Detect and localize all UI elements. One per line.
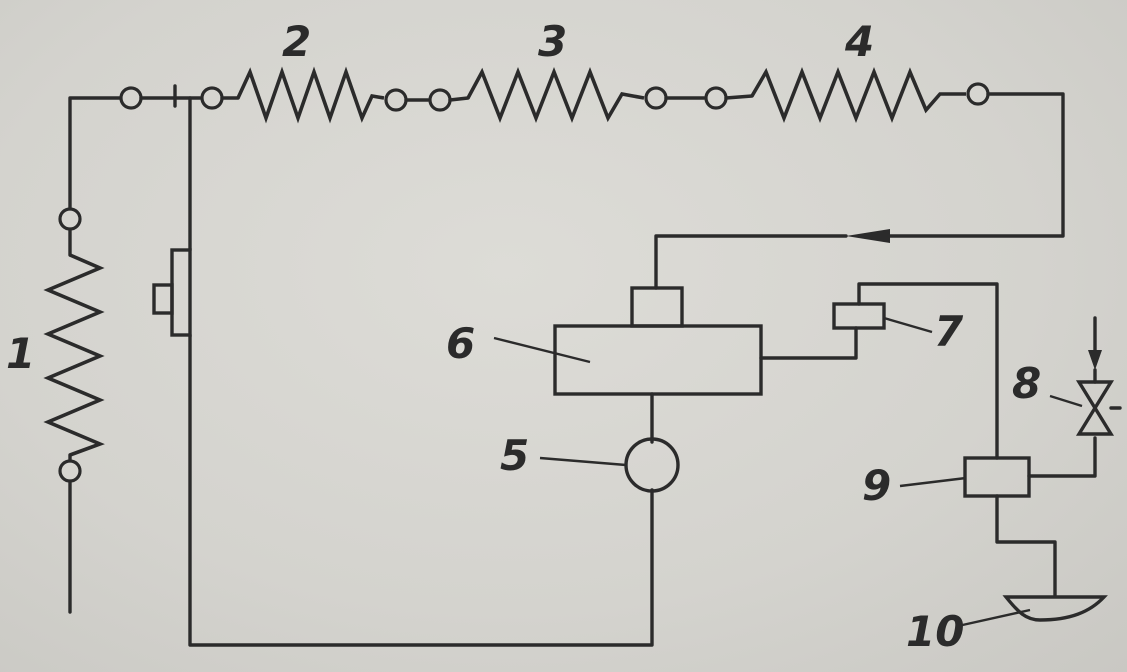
label-9: 9 [862,461,891,510]
element-7 [832,302,886,330]
valve-8 [1075,316,1122,436]
resistor-element [170,248,192,337]
coil-3 [448,67,645,123]
label-4: 4 [844,17,874,66]
left-wire [68,96,122,614]
terminal-g [966,82,990,106]
feed-line-to-6 [654,92,1065,290]
coil-1 [43,228,105,462]
label-10: 10 [906,607,964,656]
branch-wire [152,96,654,647]
block-6-cap [630,286,684,328]
flow-arrow [846,229,890,243]
leader-6 [493,336,591,364]
terminal-f [704,86,728,110]
terminal-b [200,86,224,110]
terminal-1-top [58,207,82,231]
block-6 [553,324,763,396]
element-9 [963,456,1031,498]
resistor-tab [152,283,174,315]
label-6: 6 [446,319,475,368]
terminal-e [644,86,668,110]
label-2: 2 [282,17,311,66]
leader-9 [899,476,967,488]
burner-10 [1002,595,1108,622]
terminal-a [119,86,143,110]
label-5: 5 [500,431,529,480]
leader-7 [883,316,933,334]
label-3: 3 [538,17,567,66]
label-1: 1 [6,329,35,378]
leader-5 [539,456,627,467]
terminal-d [428,88,452,112]
terminal-c [384,88,408,112]
terminal-1-bottom [58,459,82,483]
leader-8 [1049,394,1083,408]
element-5 [624,437,680,493]
label-8: 8 [1012,359,1041,408]
coil-4 [724,67,966,123]
label-7: 7 [934,307,964,356]
coil-2 [220,66,385,124]
leader-10 [957,608,1031,628]
